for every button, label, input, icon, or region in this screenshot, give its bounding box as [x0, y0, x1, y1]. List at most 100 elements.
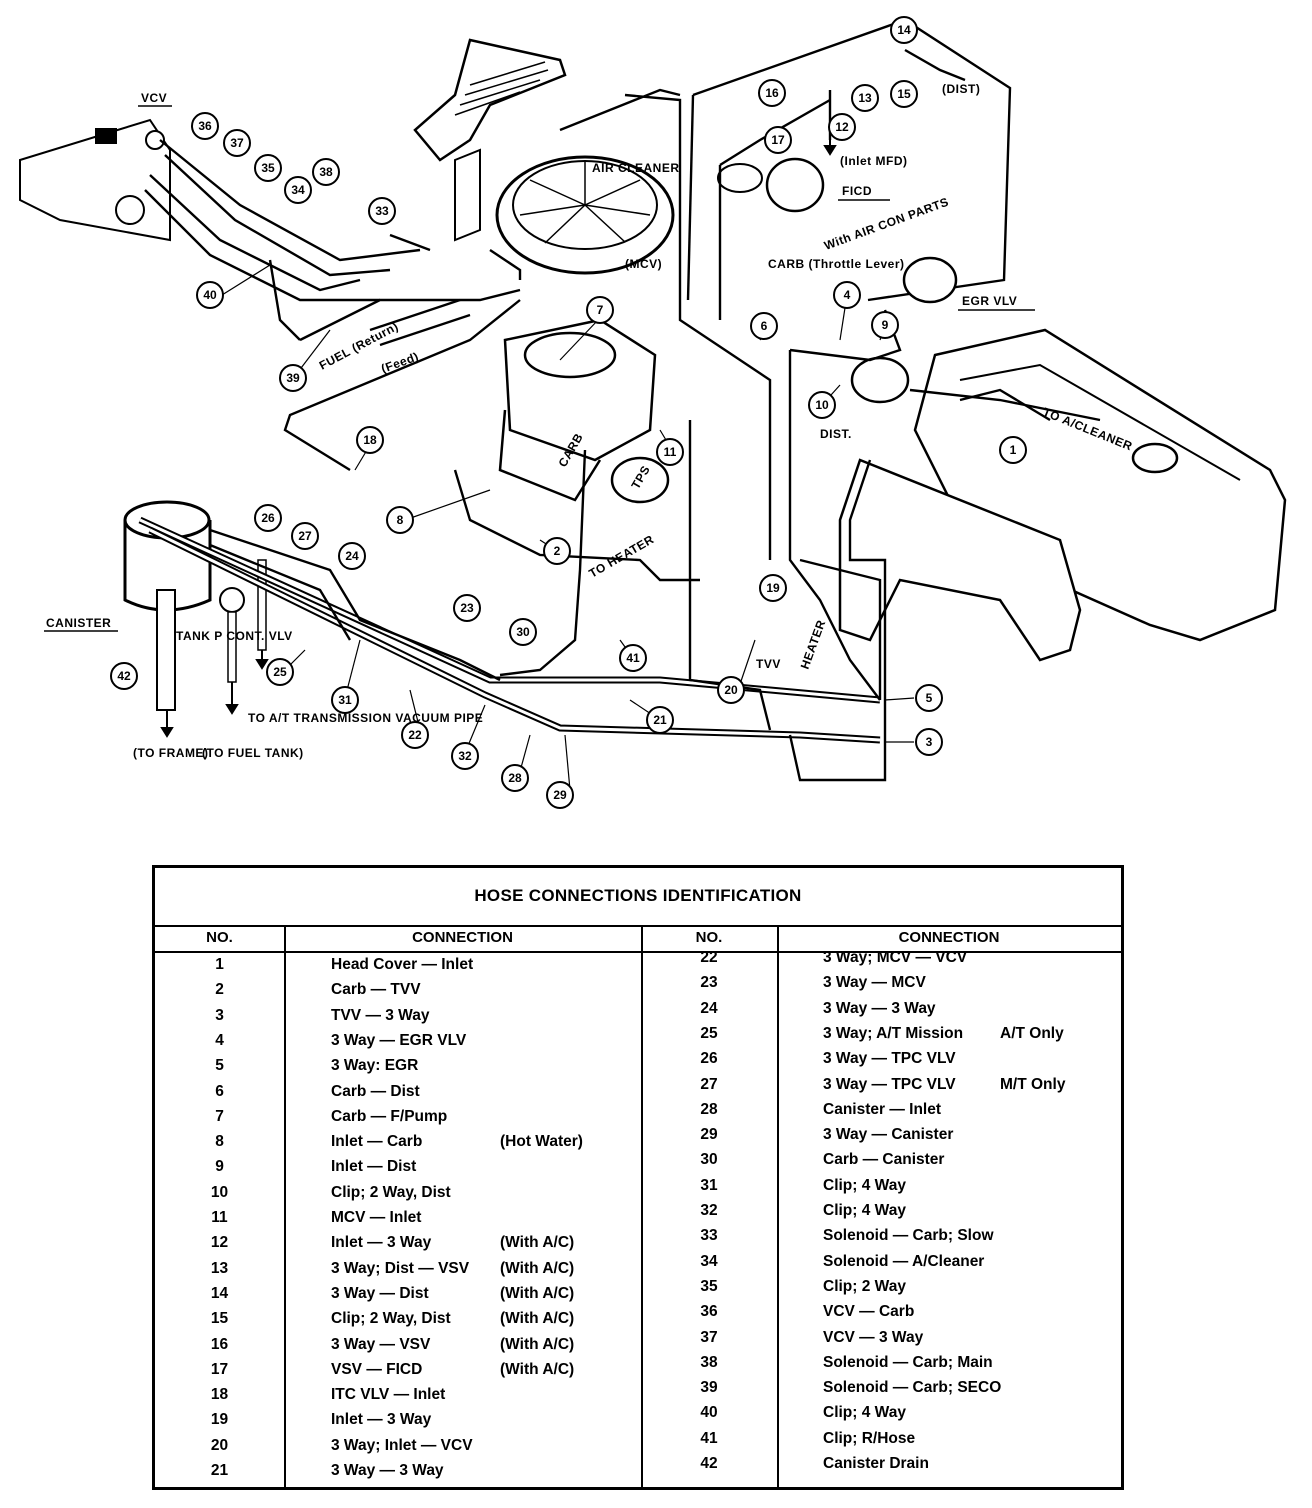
callout-34: 34 — [284, 176, 312, 204]
row-connection: Clip; 2 Way — [823, 1277, 906, 1295]
callout-number: 41 — [626, 651, 640, 665]
row-number: 4 — [215, 1031, 224, 1049]
callout-23: 23 — [453, 594, 481, 622]
row-number: 39 — [700, 1379, 718, 1397]
label-heater: HEATER — [798, 618, 829, 671]
row-note: A/T Only — [1000, 1024, 1064, 1042]
row-connection: 3 Way; Dist — VSV — [331, 1259, 470, 1277]
row-number: 14 — [210, 1284, 229, 1302]
row-connection: Clip; 2 Way, Dist — [331, 1310, 451, 1328]
row-number: 8 — [215, 1133, 224, 1151]
row-note: (With A/C) — [500, 1310, 575, 1328]
row-note: (Hot Water) — [500, 1133, 583, 1151]
row-connection: Solenoid — Carb; Main — [823, 1353, 993, 1371]
row-connection: Canister Drain — [823, 1455, 929, 1472]
table-row: 39 Solenoid — Carb; SECO — [155, 1375, 1121, 1400]
callout-number: 9 — [882, 318, 889, 332]
column-divider — [284, 925, 286, 1487]
row-connection: 3 Way — Dist — [331, 1284, 429, 1302]
header-connection-left: CONNECTION — [284, 925, 641, 953]
engine-drawing — [19, 18, 1287, 791]
callout-number: 11 — [664, 445, 677, 459]
callout-number: 3 — [926, 735, 933, 749]
row-number: 22 — [700, 949, 718, 966]
row-number: 32 — [700, 1202, 718, 1219]
callout-number: 10 — [815, 398, 829, 412]
callout-number: 27 — [298, 529, 312, 543]
callout-31: 31 — [331, 686, 359, 714]
row-connection: Solenoid — Carb; Slow — [823, 1227, 994, 1245]
row-number: 7 — [215, 1107, 224, 1125]
row-number: 31 — [700, 1176, 718, 1194]
callout-number: 26 — [261, 511, 275, 525]
row-number: 11 — [211, 1209, 228, 1226]
callout-number: 15 — [897, 87, 911, 101]
callout-number: 25 — [273, 665, 287, 679]
callout-number: 31 — [338, 693, 352, 707]
callout-number: 23 — [460, 601, 474, 615]
callout-number: 2 — [554, 544, 561, 558]
callout-11: 11 — [656, 438, 684, 466]
callout-number: 19 — [766, 581, 780, 595]
row-connection: 3 Way — 3 Way — [331, 1462, 444, 1479]
callout-number: 21 — [653, 713, 667, 727]
callout-number: 12 — [835, 120, 849, 134]
row-number: 29 — [700, 1126, 718, 1144]
label-inlet-mfd: (Inlet MFD) — [840, 154, 908, 168]
row-note: M/T Only — [1000, 1075, 1066, 1093]
row-connection: 3 Way; Inlet — VCV — [331, 1436, 473, 1454]
row-number: 18 — [210, 1386, 229, 1404]
label-to-frame: (TO FRAME) — [133, 746, 208, 760]
row-number: 2 — [215, 981, 224, 999]
label-to-at-transmission: TO A/T TRANSMISSION VACUUM PIPE — [248, 711, 483, 725]
row-connection: Clip; 2 Way, Dist — [331, 1183, 451, 1201]
row-connection: 3 Way; MCV — VCV — [823, 949, 968, 966]
label-with-air-con-parts: With AIR CON PARTS — [822, 195, 950, 253]
callout-2: 2 — [543, 537, 571, 565]
row-number: 40 — [700, 1404, 718, 1422]
callout-number: 35 — [261, 161, 275, 175]
row-number: 16 — [210, 1335, 229, 1353]
row-connection: 3 Way — TPC VLV — [823, 1075, 956, 1093]
row-number: 19 — [210, 1411, 229, 1429]
row-connection: Clip; 4 Way — [823, 1404, 906, 1422]
callout-number: 13 — [858, 91, 872, 105]
row-note: (With A/C) — [500, 1234, 575, 1252]
column-divider — [641, 925, 643, 1487]
label-tank-p-cont-vlv: TANK P CONT. VLV — [176, 629, 293, 643]
row-note: (With A/C) — [500, 1284, 575, 1302]
callout-20: 20 — [717, 676, 745, 704]
callout-36: 36 — [191, 112, 219, 140]
row-connection: Inlet — 3 Way — [331, 1234, 432, 1252]
row-number: 33 — [700, 1227, 718, 1245]
callout-7: 7 — [586, 296, 614, 324]
row-number: 6 — [215, 1082, 224, 1100]
callout-13: 13 — [851, 84, 879, 112]
row-number: 27 — [700, 1075, 718, 1093]
row-connection: TVV — 3 Way — [331, 1006, 430, 1024]
callout-9: 9 — [871, 311, 899, 339]
row-connection: Solenoid — Carb; SECO — [823, 1379, 1002, 1397]
row-number: 42 — [700, 1455, 718, 1472]
callout-number: 6 — [761, 319, 768, 333]
row-connection: Inlet — Carb — [331, 1133, 423, 1151]
callout-15: 15 — [890, 80, 918, 108]
callout-number: 40 — [203, 288, 217, 302]
callout-number: 42 — [117, 669, 131, 683]
row-connection: Solenoid — A/Cleaner — [823, 1252, 985, 1270]
callout-number: 34 — [291, 183, 305, 197]
